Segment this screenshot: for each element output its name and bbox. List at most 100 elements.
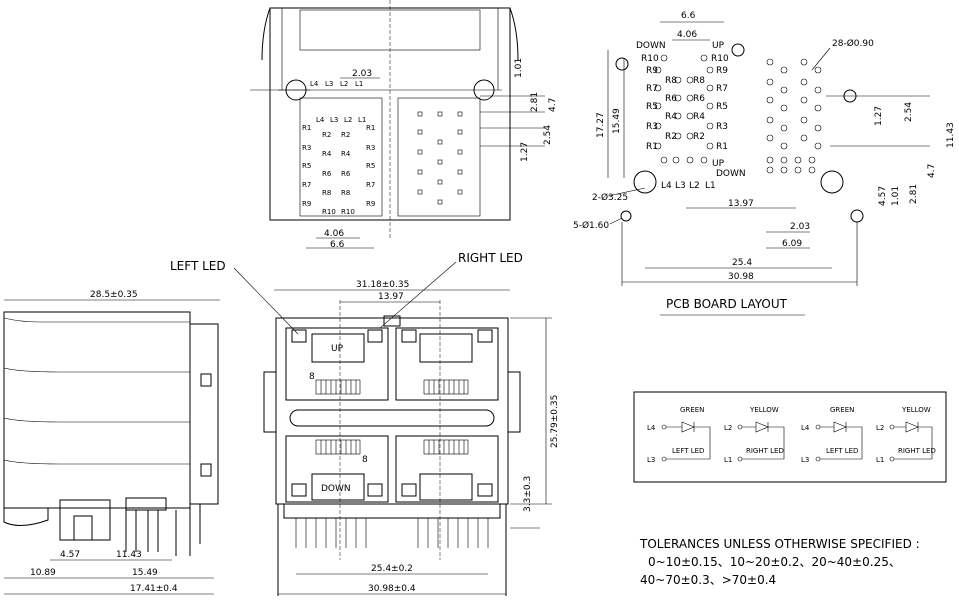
led-label: L4 bbox=[310, 80, 319, 88]
led-label: L4 bbox=[316, 116, 325, 124]
pcb-down-label: DOWN bbox=[636, 41, 666, 51]
side-dim-15-49: 15.49 bbox=[132, 568, 158, 578]
left-led-label: LEFT LED bbox=[170, 259, 226, 273]
pin-label: R2 bbox=[322, 131, 331, 139]
pin-label: R4 bbox=[322, 150, 332, 158]
pcb-dim-4-7: 4.7 bbox=[927, 164, 937, 178]
pcb-led-label: L1 bbox=[705, 181, 716, 191]
pin-label: R6 bbox=[322, 170, 332, 178]
led-schematic-item: GREEN L4 L3 LEFT LED bbox=[801, 406, 863, 464]
pcb-pin-label: R10 bbox=[711, 54, 729, 64]
pcb-small-holes: 5-Ø1.60 bbox=[573, 220, 609, 231]
dim-2-03: 2.03 bbox=[352, 69, 372, 79]
pcb-pin-label: R7 bbox=[646, 84, 658, 94]
led-name: RIGHT LED bbox=[746, 447, 784, 455]
pcb-down-label-2: DOWN bbox=[716, 169, 746, 179]
pcb-led-label: L4 bbox=[661, 181, 672, 191]
pin-label: R1 bbox=[302, 124, 311, 132]
pcb-pin-label: R7 bbox=[716, 84, 728, 94]
led-pin-a: L2 bbox=[724, 424, 732, 432]
pcb-dim-6-6: 6.6 bbox=[681, 11, 696, 21]
pcb-dim-25-4: 25.4 bbox=[732, 258, 752, 268]
tolerances-note: TOLERANCES UNLESS OTHERWISE SPECIFIED : … bbox=[639, 537, 920, 587]
pin-label: R2 bbox=[341, 131, 350, 139]
pcb-dim-1-01: 1.01 bbox=[891, 186, 901, 206]
front-pin8-label: 8 bbox=[309, 372, 315, 382]
tolerance-line-2: 0~10±0.15、10~20±0.2、20~40±0.25、 bbox=[648, 555, 901, 569]
front-up-label: UP bbox=[331, 344, 344, 354]
dim-4-7: 4.7 bbox=[548, 98, 558, 112]
front-contacts bbox=[315, 379, 469, 455]
front-dim-31-18: 31.18±0.35 bbox=[356, 280, 409, 290]
led-label: L2 bbox=[344, 116, 352, 124]
pcb-pin-label: R5 bbox=[716, 102, 728, 112]
pin-label: R7 bbox=[302, 181, 311, 189]
pcb-pin-label: R9 bbox=[716, 66, 728, 76]
pcb-led-label: L2 bbox=[689, 181, 700, 191]
led-name: LEFT LED bbox=[672, 447, 704, 455]
pcb-pin-label: R4 bbox=[665, 112, 677, 122]
led-name: RIGHT LED bbox=[898, 447, 936, 455]
led-schematic-item: YELLOW L2 L1 RIGHT LED bbox=[724, 406, 785, 464]
pcb-pin-label: R1 bbox=[646, 142, 658, 152]
pcb-dim-1-27: 1.27 bbox=[874, 106, 884, 126]
pcb-dim-17-27: 17.27 bbox=[596, 112, 606, 138]
pcb-pin-label: R3 bbox=[716, 122, 728, 132]
pcb-dim-6-09: 6.09 bbox=[782, 239, 802, 249]
pcb-up-label: UP bbox=[712, 41, 725, 51]
led-schematic-item: YELLOW L2 L1 RIGHT LED bbox=[876, 406, 936, 464]
side-dim-28-5: 28.5±0.35 bbox=[90, 290, 138, 300]
led-label: L1 bbox=[355, 80, 363, 88]
dim-2-81: 2.81 bbox=[530, 92, 540, 112]
pin-label: R1 bbox=[366, 124, 375, 132]
pcb-pin-grid bbox=[654, 54, 714, 164]
led-name: LEFT LED bbox=[826, 447, 858, 455]
front-dim-30-98: 30.98±0.4 bbox=[368, 584, 416, 594]
led-color: GREEN bbox=[830, 406, 854, 414]
led-pin-a: L2 bbox=[876, 424, 884, 432]
pcb-pin-label: R3 bbox=[646, 122, 658, 132]
pcb-dim-30-98: 30.98 bbox=[728, 272, 754, 282]
pcb-dim-15-49: 15.49 bbox=[612, 108, 622, 134]
pin-label: R8 bbox=[322, 189, 331, 197]
tolerance-line-1: TOLERANCES UNLESS OTHERWISE SPECIFIED : bbox=[639, 537, 920, 551]
led-color: YELLOW bbox=[749, 406, 779, 414]
pcb-dim-11-43: 11.43 bbox=[946, 122, 956, 148]
right-led-label: RIGHT LED bbox=[458, 251, 523, 265]
pcb-right-pin-grid bbox=[766, 58, 822, 174]
front-pin8-label-2: 8 bbox=[362, 455, 368, 465]
pcb-pin-label: R9 bbox=[646, 66, 658, 76]
side-dim-11-43: 11.43 bbox=[116, 550, 142, 560]
pcb-pin-label: R8 bbox=[693, 76, 705, 86]
led-pin-a: L4 bbox=[647, 424, 656, 432]
pcb-pin-label: R6 bbox=[693, 94, 705, 104]
pcb-pin-label: R5 bbox=[646, 102, 658, 112]
pcb-pin-label: R2 bbox=[693, 132, 705, 142]
side-dim-10-89: 10.89 bbox=[30, 568, 56, 578]
led-label: L3 bbox=[330, 116, 338, 124]
front-down-label: DOWN bbox=[321, 484, 351, 494]
pin-label: R10 bbox=[322, 208, 336, 216]
pcb-pin-label: R6 bbox=[665, 94, 677, 104]
pcb-dim-2-81: 2.81 bbox=[909, 184, 919, 204]
pin-label: R8 bbox=[341, 189, 350, 197]
led-label: L3 bbox=[325, 80, 333, 88]
right-pad-grid bbox=[417, 111, 463, 205]
pcb-pin-label: R8 bbox=[665, 76, 677, 86]
pin-label: R5 bbox=[366, 162, 375, 170]
pcb-led-label: L3 bbox=[675, 181, 686, 191]
pcb-up-label-2: UP bbox=[712, 159, 725, 169]
front-view: LEFT LED RIGHT LED 31.18±0.35 13.97 bbox=[170, 251, 560, 596]
pin-label: R7 bbox=[366, 181, 375, 189]
pcb-layout-title: PCB BOARD LAYOUT bbox=[666, 297, 788, 311]
side-view: 28.5±0.35 4.57 11.43 10.89 15.49 17.41±0… bbox=[3, 290, 220, 595]
led-pin-b: L3 bbox=[647, 456, 655, 464]
pcb-dim-4-57: 4.57 bbox=[878, 186, 888, 206]
led-color: YELLOW bbox=[901, 406, 931, 414]
front-dim-13-97: 13.97 bbox=[378, 292, 404, 302]
pcb-dim-2-03: 2.03 bbox=[790, 222, 810, 232]
pin-label: R10 bbox=[341, 208, 355, 216]
pin-label: R3 bbox=[302, 144, 311, 152]
led-pin-a: L4 bbox=[801, 424, 810, 432]
